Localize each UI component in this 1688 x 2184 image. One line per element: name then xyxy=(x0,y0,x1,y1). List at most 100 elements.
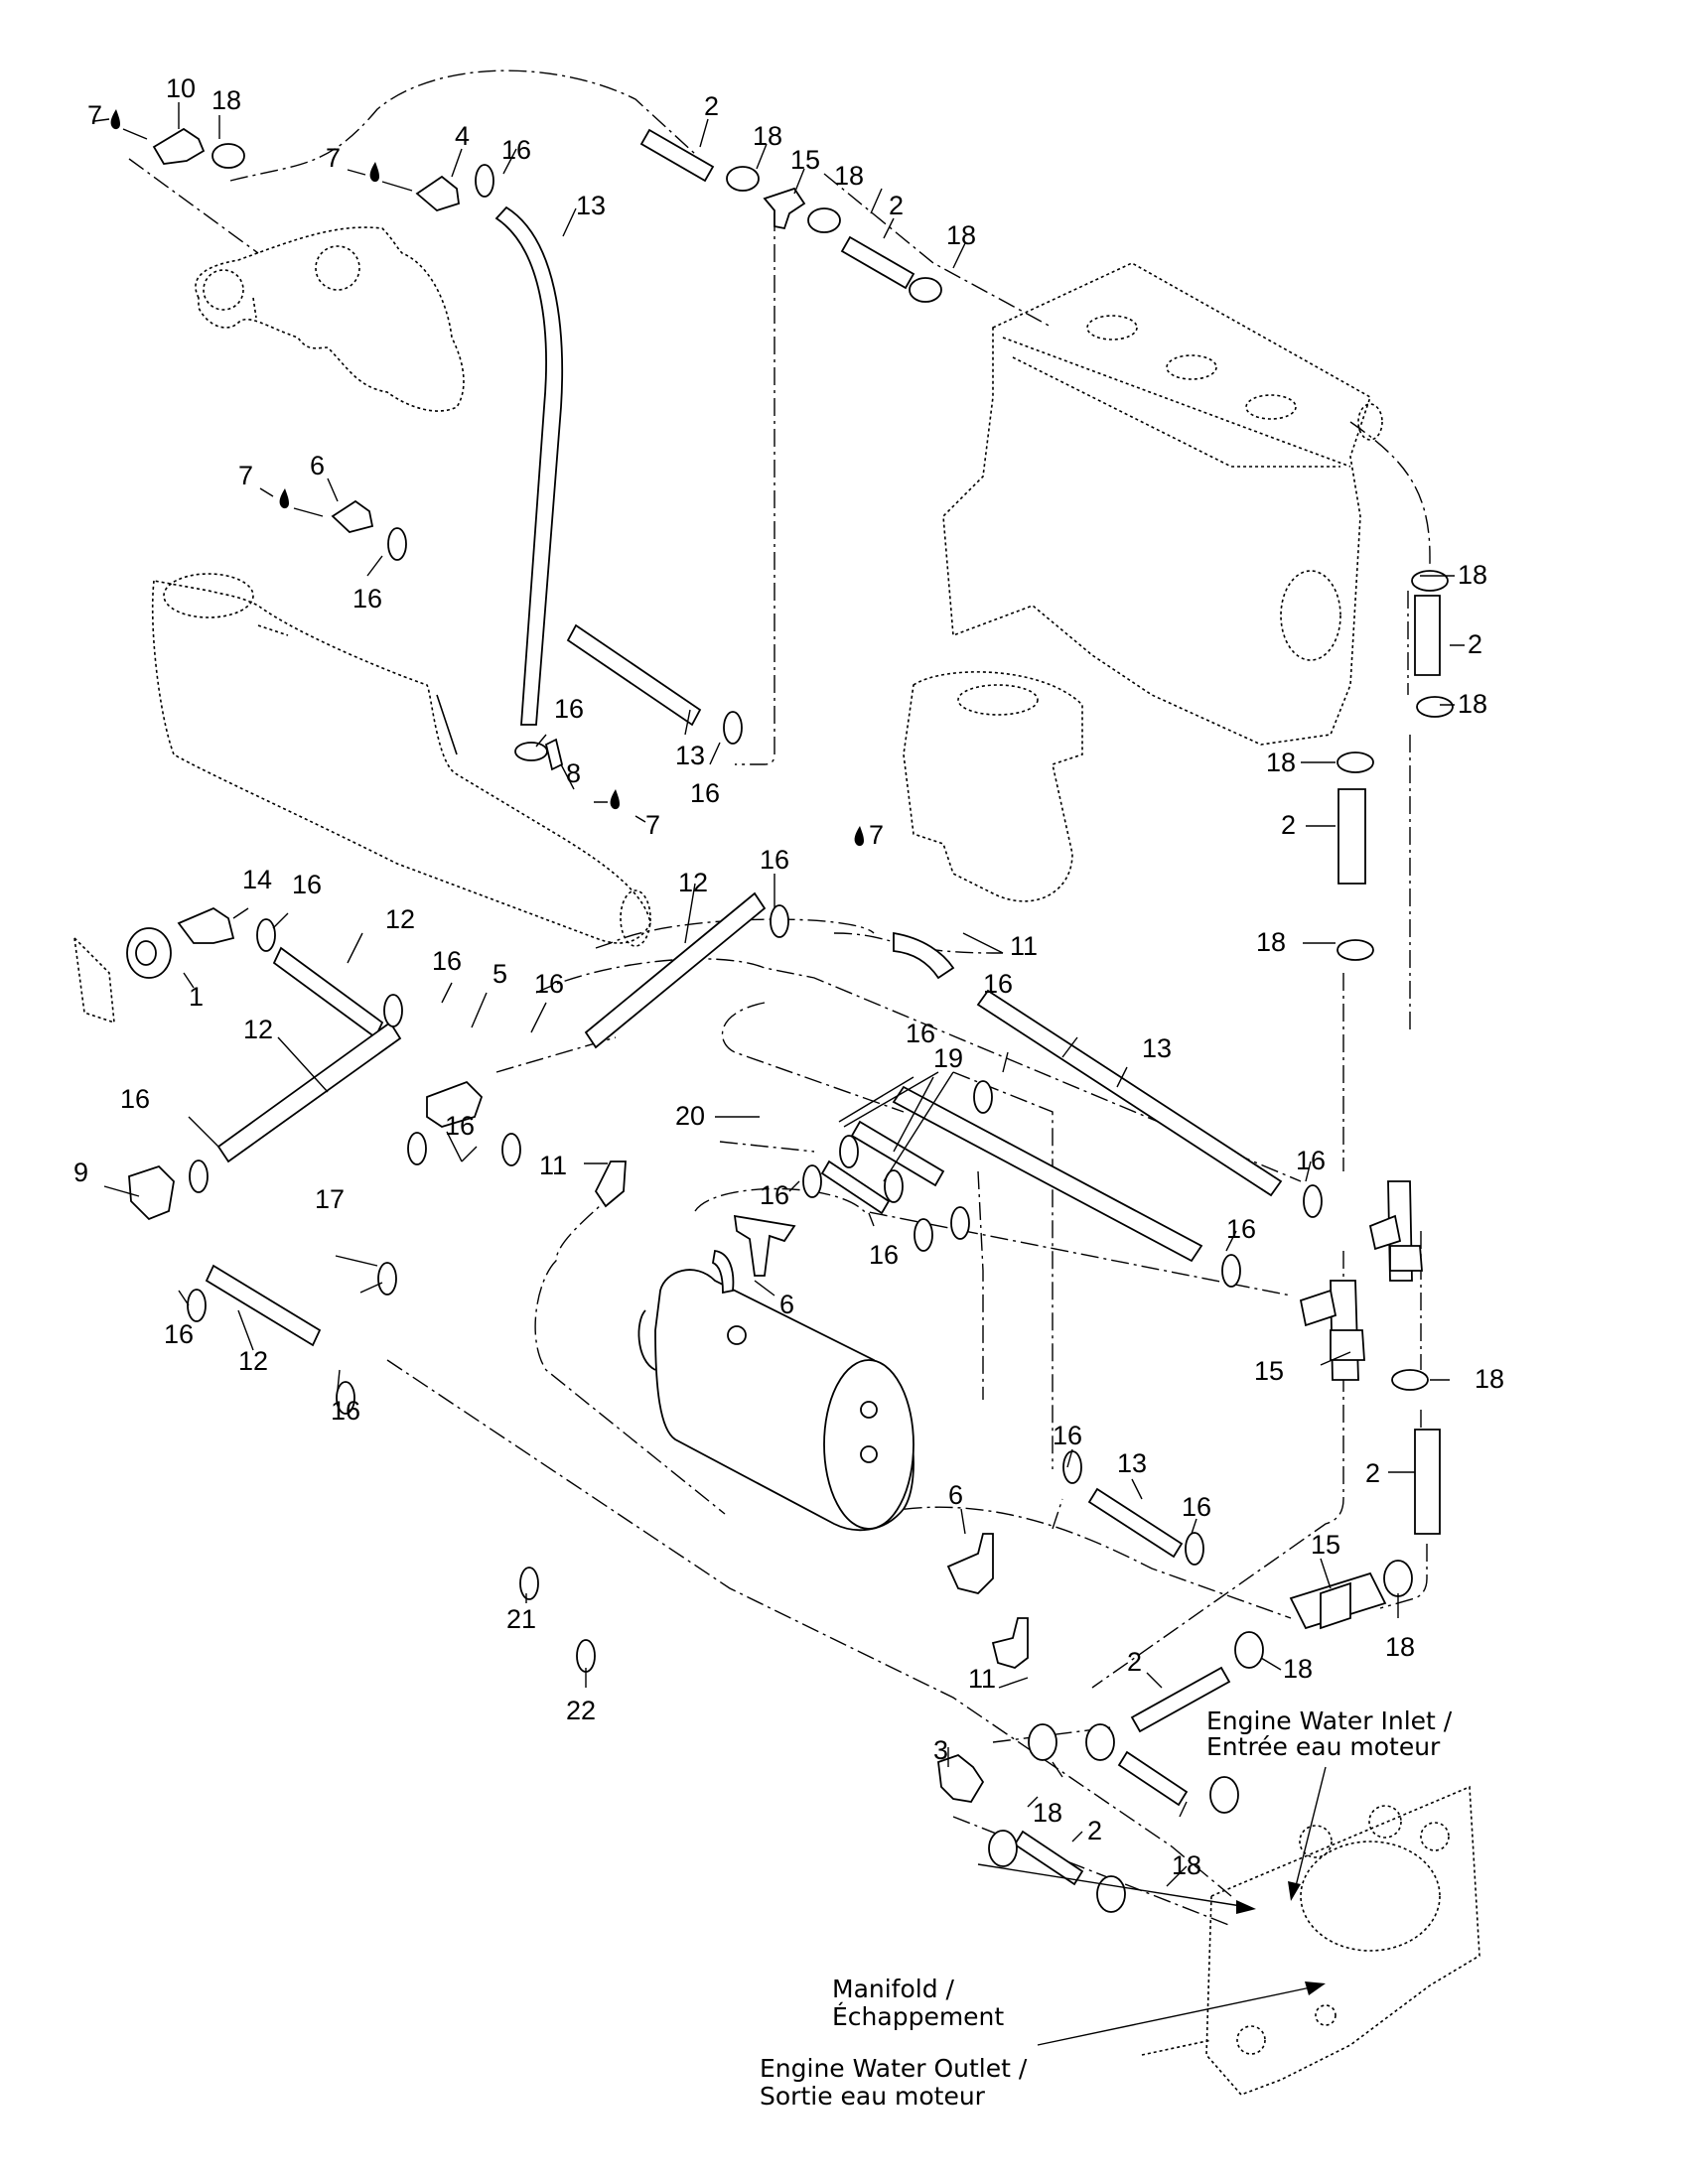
callout: 6 xyxy=(779,1290,794,1319)
hose-2-bottom-b xyxy=(1013,1830,1084,1886)
callout: 6 xyxy=(310,451,325,480)
callout: 7 xyxy=(869,820,884,850)
callout: 2 xyxy=(1468,629,1482,659)
annotations: Engine Water Inlet / Entrée eau moteur M… xyxy=(760,1706,1453,2111)
callout: 13 xyxy=(1117,1448,1147,1478)
callout: 14 xyxy=(242,865,272,894)
callout: 12 xyxy=(385,904,415,934)
fitting-8 xyxy=(544,738,564,771)
callout: 2 xyxy=(1281,810,1296,840)
callout: 12 xyxy=(238,1346,268,1376)
fitting-15-right-upper xyxy=(1368,1180,1423,1282)
engine-block xyxy=(942,262,1383,746)
fitting-14 xyxy=(177,906,235,944)
callout-labels: 10 18 7 4 7 16 13 2 18 15 18 2 18 7 6 16… xyxy=(73,73,1504,1880)
callout: 18 xyxy=(946,220,976,250)
clip-16 xyxy=(187,164,1323,1673)
callout: 18 xyxy=(1475,1364,1504,1394)
callout: 16 xyxy=(501,135,531,165)
hose-2-lower-right xyxy=(1414,1429,1441,1535)
callout: 13 xyxy=(675,741,705,770)
callout: 11 xyxy=(1010,931,1038,961)
callout: 2 xyxy=(1365,1458,1380,1488)
engine-plate xyxy=(1141,1785,1480,2096)
fitting-15-top xyxy=(763,187,806,230)
pump-housing xyxy=(903,671,1083,902)
fitting-15-right-lower xyxy=(1299,1280,1365,1381)
callout: 16 xyxy=(445,1111,475,1141)
callout: 7 xyxy=(238,461,253,490)
callout: 7 xyxy=(87,100,102,130)
clamp-18-l xyxy=(1028,1723,1057,1761)
hose-13-lower xyxy=(1087,1487,1184,1559)
callout: 15 xyxy=(1254,1356,1284,1386)
callout: 16 xyxy=(1296,1146,1326,1175)
clamp-18-i xyxy=(1391,1369,1429,1391)
hoses xyxy=(205,128,1441,1886)
callout: 8 xyxy=(566,758,581,788)
callout: 3 xyxy=(933,1735,948,1765)
callout: 18 xyxy=(1283,1654,1313,1684)
exhaust-manifold xyxy=(195,226,465,412)
callout: 18 xyxy=(834,161,864,191)
engine-water-inlet-label-fr: Entrée eau moteur xyxy=(1206,1732,1441,1761)
callout: 16 xyxy=(869,1240,899,1270)
callout: 16 xyxy=(534,969,564,999)
clamp-18-p xyxy=(1096,1875,1126,1913)
callout: 2 xyxy=(889,191,904,220)
callout: 16 xyxy=(760,1180,789,1210)
gasket-1 xyxy=(72,935,115,1024)
callout: 12 xyxy=(243,1015,273,1044)
callout: 18 xyxy=(1458,560,1487,590)
clamp-18-k xyxy=(1234,1631,1264,1669)
clamp-18-j xyxy=(1383,1560,1413,1597)
fitting-3 xyxy=(937,1753,985,1803)
callout: 15 xyxy=(1311,1530,1340,1560)
clamp-18-d xyxy=(909,277,942,303)
callout: 16 xyxy=(292,870,322,899)
callout: 16 xyxy=(352,584,382,614)
callout: 16 xyxy=(906,1019,935,1048)
callout: 5 xyxy=(492,959,507,989)
hose-2-top-a xyxy=(639,128,715,183)
hose-13-vertical xyxy=(494,205,564,726)
callout: 2 xyxy=(1127,1647,1142,1677)
sealant-drops xyxy=(110,109,864,847)
callout: 9 xyxy=(73,1158,88,1187)
fitting-9 xyxy=(128,1164,175,1221)
fitting-6-mid xyxy=(711,1249,735,1295)
hose-19-b xyxy=(820,1160,891,1215)
sealant-drop-icon xyxy=(369,162,379,183)
water-box xyxy=(637,1269,914,1532)
annotation-arrows xyxy=(977,1766,1327,2046)
callout: 1 xyxy=(189,982,204,1012)
fitting-15-lower xyxy=(1289,1571,1387,1630)
callout: 16 xyxy=(164,1319,194,1349)
hose-13-long xyxy=(976,989,1283,1197)
callout: 2 xyxy=(704,91,719,121)
callout: 18 xyxy=(1033,1798,1062,1828)
callout: 16 xyxy=(331,1396,360,1426)
callout: 16 xyxy=(432,946,462,976)
callout: 16 xyxy=(1182,1492,1211,1522)
callout: 16 xyxy=(983,969,1013,999)
clamp-18-m xyxy=(1085,1723,1115,1761)
callout: 16 xyxy=(554,694,584,724)
clamp-18-a xyxy=(211,143,245,169)
clamp-18-o xyxy=(1209,1776,1239,1814)
callout: 16 xyxy=(760,845,789,875)
callout: 20 xyxy=(675,1101,705,1131)
callout: 22 xyxy=(566,1696,596,1725)
clamp-18-g xyxy=(1336,751,1374,773)
callout: 10 xyxy=(166,73,196,103)
leader-lines xyxy=(93,102,1465,1887)
sealant-drop-icon xyxy=(279,488,289,509)
hose-2-bottom-a xyxy=(1117,1750,1189,1807)
callout: 6 xyxy=(948,1480,963,1510)
clamp-18-f xyxy=(1416,696,1454,718)
callout: 18 xyxy=(1172,1850,1201,1880)
callout: 12 xyxy=(678,868,708,897)
callout: 15 xyxy=(790,145,820,175)
callout: 4 xyxy=(455,121,470,151)
hose-19-a xyxy=(850,1120,945,1187)
